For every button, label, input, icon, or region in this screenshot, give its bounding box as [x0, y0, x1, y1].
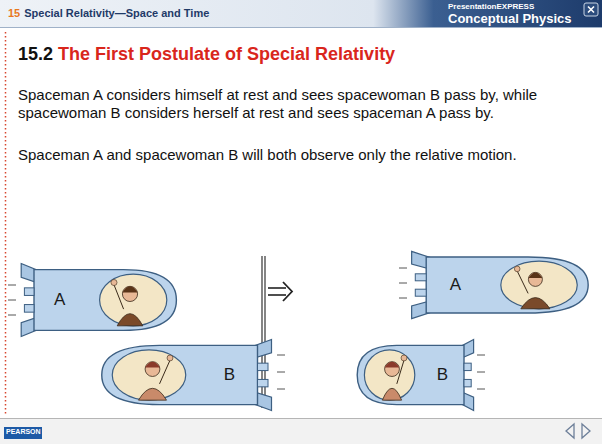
spaceship: A — [18, 262, 178, 338]
publisher-logo — [4, 427, 42, 439]
publisher-logo-text: PEARSON — [6, 428, 41, 435]
section-number: 15.2 — [18, 44, 53, 65]
header-rule — [0, 27, 602, 28]
body-text: Spaceman A considers himself at rest and… — [18, 86, 540, 122]
ship-letter: A — [450, 275, 461, 295]
ship-letter: B — [224, 365, 235, 385]
ship-letter: B — [437, 365, 448, 385]
spaceship-outline — [356, 338, 476, 412]
spaceship-outline — [100, 338, 275, 412]
nav-arrows — [566, 424, 590, 438]
section-title: The First Postulate of Special Relativit… — [58, 44, 395, 65]
body-text: Spaceman A and spacewoman B will both ob… — [18, 146, 540, 164]
series-name: PresentationEXPRESS — [448, 2, 534, 11]
ship-letter: A — [54, 290, 65, 310]
book-title: Conceptual Physics — [448, 11, 572, 26]
spaceship: A — [408, 250, 590, 320]
footer-rule — [0, 418, 602, 419]
chapter-number: 15 — [8, 7, 20, 19]
footer-bar — [0, 418, 602, 444]
spaceship: B — [100, 338, 275, 412]
double-arrow — [268, 282, 292, 301]
spaceship-outline — [18, 262, 178, 338]
close-icon — [584, 3, 598, 16]
dotted-margin — [5, 32, 7, 414]
header-bar — [0, 0, 602, 27]
spaceship-outline — [408, 250, 590, 320]
spaceship: B — [356, 338, 476, 412]
chapter-title: Special Relativity—Space and Time — [24, 7, 209, 19]
